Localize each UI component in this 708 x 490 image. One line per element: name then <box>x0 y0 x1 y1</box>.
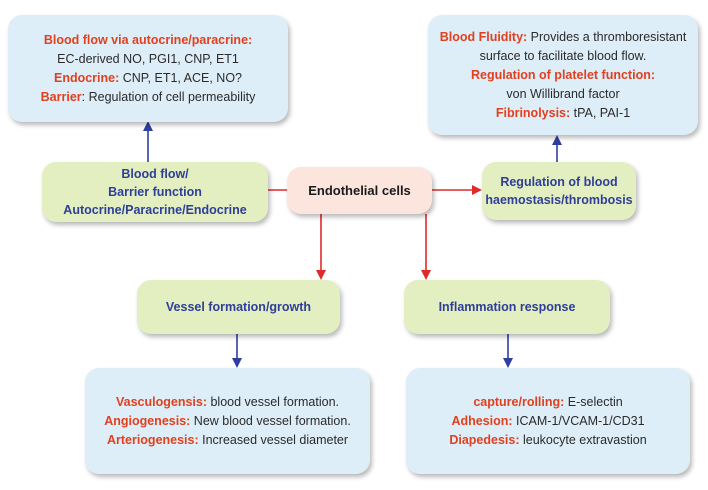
blood-flow-box-line-2: Barrier function <box>108 185 202 199</box>
inflammation-box: Inflammation response <box>404 280 610 334</box>
blood-flow-box-line-1: Blood flow/ <box>121 167 189 181</box>
blood-flow-info-box: Blood flow via autocrine/paracrine: EC-d… <box>8 15 288 122</box>
haemostasis-info-line-5: Fibrinolysis: tPA, PAI-1 <box>495 105 631 120</box>
haemostasis-info-line-2: surface to facilitate blood flow. <box>479 48 647 63</box>
haemostasis-info-line-1: Blood Fluidity: Provides a thromboresist… <box>439 29 687 44</box>
vessel-info-line-2: Angiogenesis: New blood vessel formation… <box>104 413 351 428</box>
vessel-formation-box: Vessel formation/growth <box>137 280 340 334</box>
haemostasis-box-line-1: Regulation of blood <box>500 175 618 189</box>
inflammation-label: Inflammation response <box>438 300 576 314</box>
inflammation-info-line-1: capture/rolling: E-selectin <box>473 394 623 409</box>
blood-flow-info-line-2: EC-derived NO, PGI1, CNP, ET1 <box>57 51 239 66</box>
vessel-info-line-3: Arteriogenesis: Increased vessel diamete… <box>106 432 349 447</box>
vessel-formation-label: Vessel formation/growth <box>165 300 312 314</box>
haemostasis-info-line-4: von Willibrand factor <box>506 86 620 101</box>
haemostasis-box-line-2: haemostasis/thrombosis <box>485 193 633 207</box>
endothelial-cells-label: Endothelial cells <box>308 183 411 198</box>
inflammation-info-line-3: Diapedesis: leukocyte extravastion <box>449 432 647 447</box>
haemostasis-box: Regulation of blood haemostasis/thrombos… <box>482 162 636 220</box>
blood-flow-info-line-3: Endocrine: CNP, ET1, ACE, NO? <box>53 70 243 85</box>
vessel-info-line-1: Vasculogensis: blood vessel formation. <box>115 394 340 409</box>
blood-flow-box-line-3: Autocrine/Paracrine/Endocrine <box>63 203 247 217</box>
blood-flow-box: Blood flow/ Barrier function Autocrine/P… <box>42 162 268 222</box>
haemostasis-info-box: Blood Fluidity: Provides a thromboresist… <box>428 15 698 135</box>
endothelial-cells-box: Endothelial cells <box>287 167 432 214</box>
inflammation-info-box: capture/rolling: E-selectin Adhesion: IC… <box>406 368 690 474</box>
vessel-info-box: Vasculogensis: blood vessel formation. A… <box>85 368 370 474</box>
blood-flow-info-line-1: Blood flow via autocrine/paracrine: <box>43 32 253 47</box>
blood-flow-info-line-4: Barrier: Regulation of cell permeability <box>40 89 256 104</box>
haemostasis-info-line-3: Regulation of platelet function: <box>470 67 655 82</box>
inflammation-info-line-2: Adhesion: ICAM-1/VCAM-1/CD31 <box>451 413 645 428</box>
